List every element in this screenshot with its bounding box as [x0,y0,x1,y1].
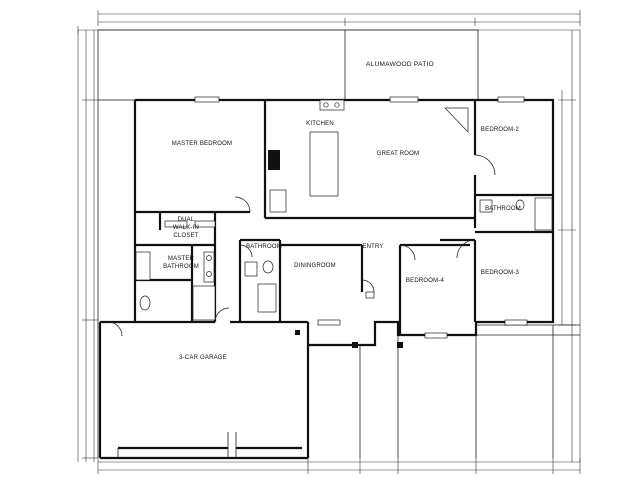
room-labels: ALUMAWOOD PATIO MASTER BEDROOM KITCHEN G… [163,61,521,361]
fixtures [107,96,553,458]
bathroom-center-label: BATHROOM [246,244,282,250]
bedroom-4-label: BEDROOM-4 [406,278,445,284]
walk-in-closet-label-3: CLOSET [173,233,198,239]
bedroom-3-label: BEDROOM-3 [481,270,520,276]
dining-room-label: DININGROOM [294,263,336,269]
left-dimension-lines [77,30,98,462]
garage-label: 3-CAR GARAGE [179,355,227,361]
entry-label: ENTRY [362,244,383,250]
bedroom-2-label: BEDROOM-2 [481,127,520,133]
walk-in-closet-label-1: DUAL [178,217,195,223]
right-dimension-lines [558,30,581,462]
patio-label: ALUMAWOOD PATIO [366,61,434,68]
kitchen-label: KITCHEN [306,121,334,127]
master-bath-label-1: MASTER [168,256,195,262]
great-room-label: GREAT ROOM [377,151,419,157]
bathroom-right-label: BATHROOM [485,206,521,212]
master-bath-label-2: BATHROOM [163,264,199,270]
master-bedroom-label: MASTER BEDROOM [172,141,232,147]
bottom-dimension-lines [97,458,581,474]
walk-in-closet-label-2: WALK-IN [173,225,199,231]
